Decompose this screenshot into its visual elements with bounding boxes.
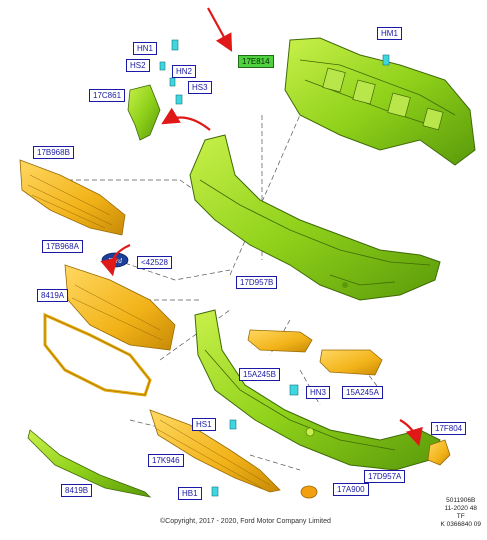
bezel-15a245b — [247, 329, 313, 353]
label-hs1[interactable]: HS1 — [192, 418, 216, 431]
clip-hm1-icon — [382, 54, 390, 66]
label-17d957b[interactable]: 17D957B — [236, 276, 278, 289]
label-15a245b[interactable]: 15A245B — [239, 368, 280, 381]
label-hm1[interactable]: HM1 — [377, 27, 402, 40]
clip-hs2-icon — [159, 61, 166, 71]
bumper-reinforcement-upper — [284, 37, 476, 166]
bumper-cover-upper — [189, 134, 441, 301]
clips — [159, 39, 390, 497]
label-8419b[interactable]: 8419B — [61, 484, 93, 497]
ref-line: TF — [456, 513, 465, 520]
label-hs2[interactable]: HS2 — [126, 59, 150, 72]
ref-line: 5011906B — [446, 497, 476, 504]
label-17f804[interactable]: 17F804 — [431, 422, 467, 435]
clip-hn3-icon — [289, 384, 299, 396]
label-hn3[interactable]: HN3 — [306, 386, 331, 399]
clip-hn1-icon — [171, 39, 179, 51]
label-hb1[interactable]: HB1 — [178, 487, 202, 500]
label-42528[interactable]: <42528 — [137, 256, 172, 269]
copyright-text: ©Copyright, 2017 - 2020, Ford Motor Comp… — [160, 518, 331, 525]
label-hn1[interactable]: HN1 — [133, 42, 158, 55]
label-17e814[interactable]: 17E814 — [238, 55, 274, 68]
clip-hb1-icon — [211, 486, 219, 497]
label-17b968b[interactable]: 17B968B — [33, 146, 74, 159]
skid-plate-17k946 — [149, 409, 281, 493]
ref-line: K 0366840 09 — [440, 521, 481, 528]
bracket-17f804 — [427, 439, 451, 466]
label-17d957a[interactable]: 17D957A — [364, 470, 406, 483]
bezel-15a245a — [319, 349, 383, 376]
label-17a900[interactable]: 17A900 — [333, 483, 369, 496]
bracket-17c861 — [127, 84, 161, 141]
callout-arrows — [100, 7, 423, 447]
label-17c861[interactable]: 17C861 — [89, 89, 126, 102]
clip-hs1-icon — [229, 419, 237, 430]
moulding-8419b — [27, 429, 152, 498]
label-17k946[interactable]: 17K946 — [148, 454, 184, 467]
label-hn2[interactable]: HN2 — [172, 65, 197, 78]
label-hs3[interactable]: HS3 — [188, 81, 212, 94]
grille-17b968b — [19, 159, 126, 236]
clip-hn2-icon — [169, 77, 176, 87]
ref-line: 11-2020 48 — [444, 505, 477, 512]
cover-17a900 — [300, 485, 318, 499]
bumper-cover-lower — [194, 309, 441, 471]
label-17b968a[interactable]: 17B968A — [42, 240, 83, 253]
reference-block: 5011906B 11-2020 48 TF K 0366840 09 — [441, 497, 481, 529]
label-8419a[interactable]: 8419A — [37, 289, 69, 302]
surround-8419a — [43, 312, 152, 397]
grille-17b968a — [64, 264, 176, 351]
label-15a245a[interactable]: 15A245A — [342, 386, 383, 399]
clip-hs3-icon — [175, 94, 183, 105]
